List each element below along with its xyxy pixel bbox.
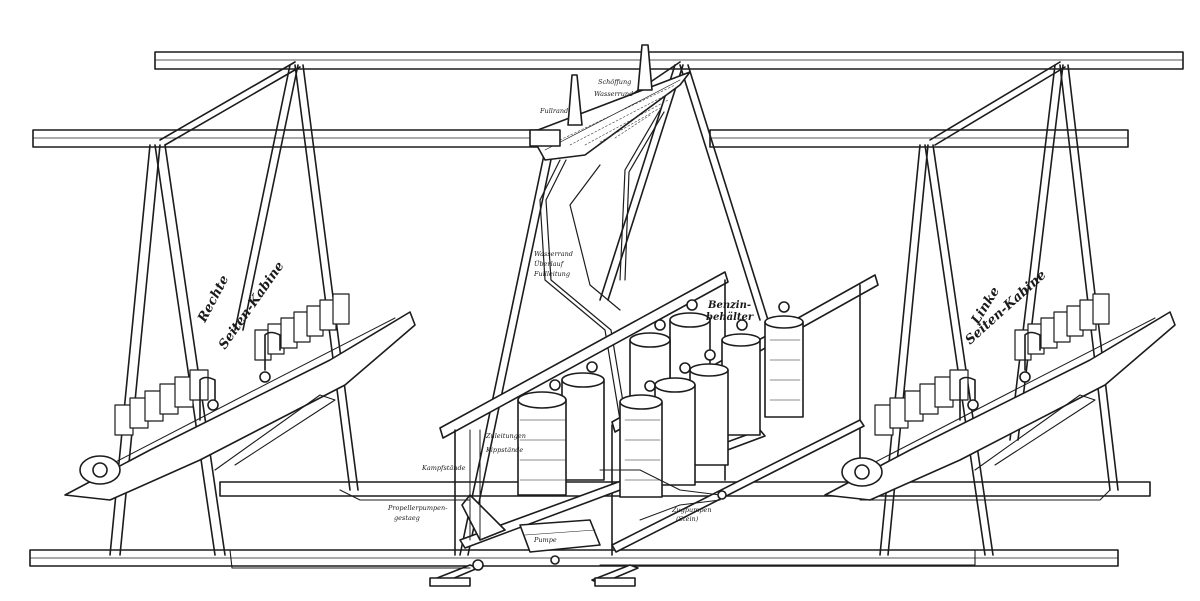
right-frame-struts [879,61,1119,556]
pump-label: Pumpe [533,536,557,544]
fuel-barrels [517,299,804,498]
right-cabin-label-1: Rechte [195,273,233,326]
barrel [619,380,663,498]
fuel-tank-label-2: behälter [706,312,754,323]
left-label-a: Kampfstände [421,464,466,472]
top-label-fill: Fullrand [539,107,568,115]
left-label-c: gestaeg [394,514,420,522]
mid-label-1: Wasserrand [534,250,573,258]
left-side-cabin [824,293,1176,501]
lower-girder-front [29,549,1119,567]
right-side-cabin [64,293,416,501]
pipe-label-b: Zuleitungen [485,432,526,440]
barrel [764,301,804,418]
pipe-label-a: Kippstände [485,446,523,454]
top-label-opening: Schöffung [598,78,631,86]
bottom-cross-beams [429,564,639,587]
barrel [517,379,567,496]
left-label-b: Propellerpumpen- [387,504,447,512]
middle-girder-right [709,129,1129,148]
mid-label-2: Überlauf [534,259,565,268]
barrel [689,349,729,466]
lower-right-label: Zugpumpen [671,506,712,514]
upper-water-tank [529,44,691,161]
cabin-fuel-lines [229,489,1111,569]
upper-girder [154,51,1184,70]
top-label-watertank: Wasserrund [594,90,633,98]
supply-pipes [539,109,665,421]
fuel-tank-label-1: Benzin- [707,300,751,311]
mid-label-3: Fullleitung [533,270,570,278]
lower-right-label-2: (Stein) [676,515,699,523]
middle-girder-left [32,129,582,148]
pump-housing [461,429,727,571]
barrel [561,361,605,481]
